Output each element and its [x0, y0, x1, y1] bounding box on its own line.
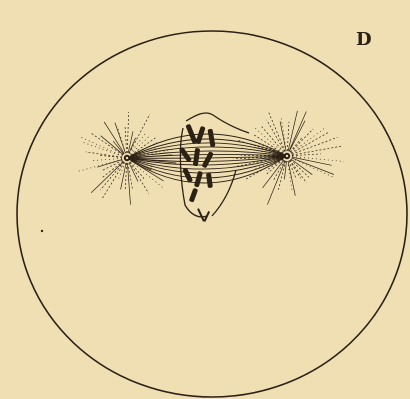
fiber-line	[292, 137, 338, 154]
panel-letter: D	[356, 31, 372, 49]
fiber-line	[101, 136, 124, 155]
fiber-line	[287, 122, 289, 151]
fiber-line	[80, 137, 122, 156]
fiber-line	[127, 112, 129, 153]
fiber-line	[288, 161, 295, 196]
centrosome-left	[124, 155, 130, 161]
fiber-line	[292, 146, 342, 155]
fiber-line	[93, 158, 123, 160]
fiber-line	[127, 163, 130, 205]
polar-marks	[41, 208, 210, 232]
fiber-line	[290, 160, 307, 183]
fiber-line	[99, 155, 122, 157]
fiber-line	[292, 158, 334, 175]
fiber-line	[291, 160, 309, 178]
fiber-line	[289, 112, 306, 152]
fiber-line	[284, 161, 286, 179]
centrosome-right	[284, 153, 290, 159]
fiber-line	[102, 162, 124, 198]
fiber-line	[291, 128, 325, 153]
chromosomes	[179, 124, 216, 203]
fiber-line	[86, 152, 122, 157]
cell-outline	[17, 31, 407, 397]
fiber-line	[125, 126, 127, 153]
fiber-line	[281, 117, 286, 151]
fiber-line	[291, 159, 312, 175]
fiber-line	[267, 161, 285, 205]
fiber-line	[91, 162, 123, 193]
